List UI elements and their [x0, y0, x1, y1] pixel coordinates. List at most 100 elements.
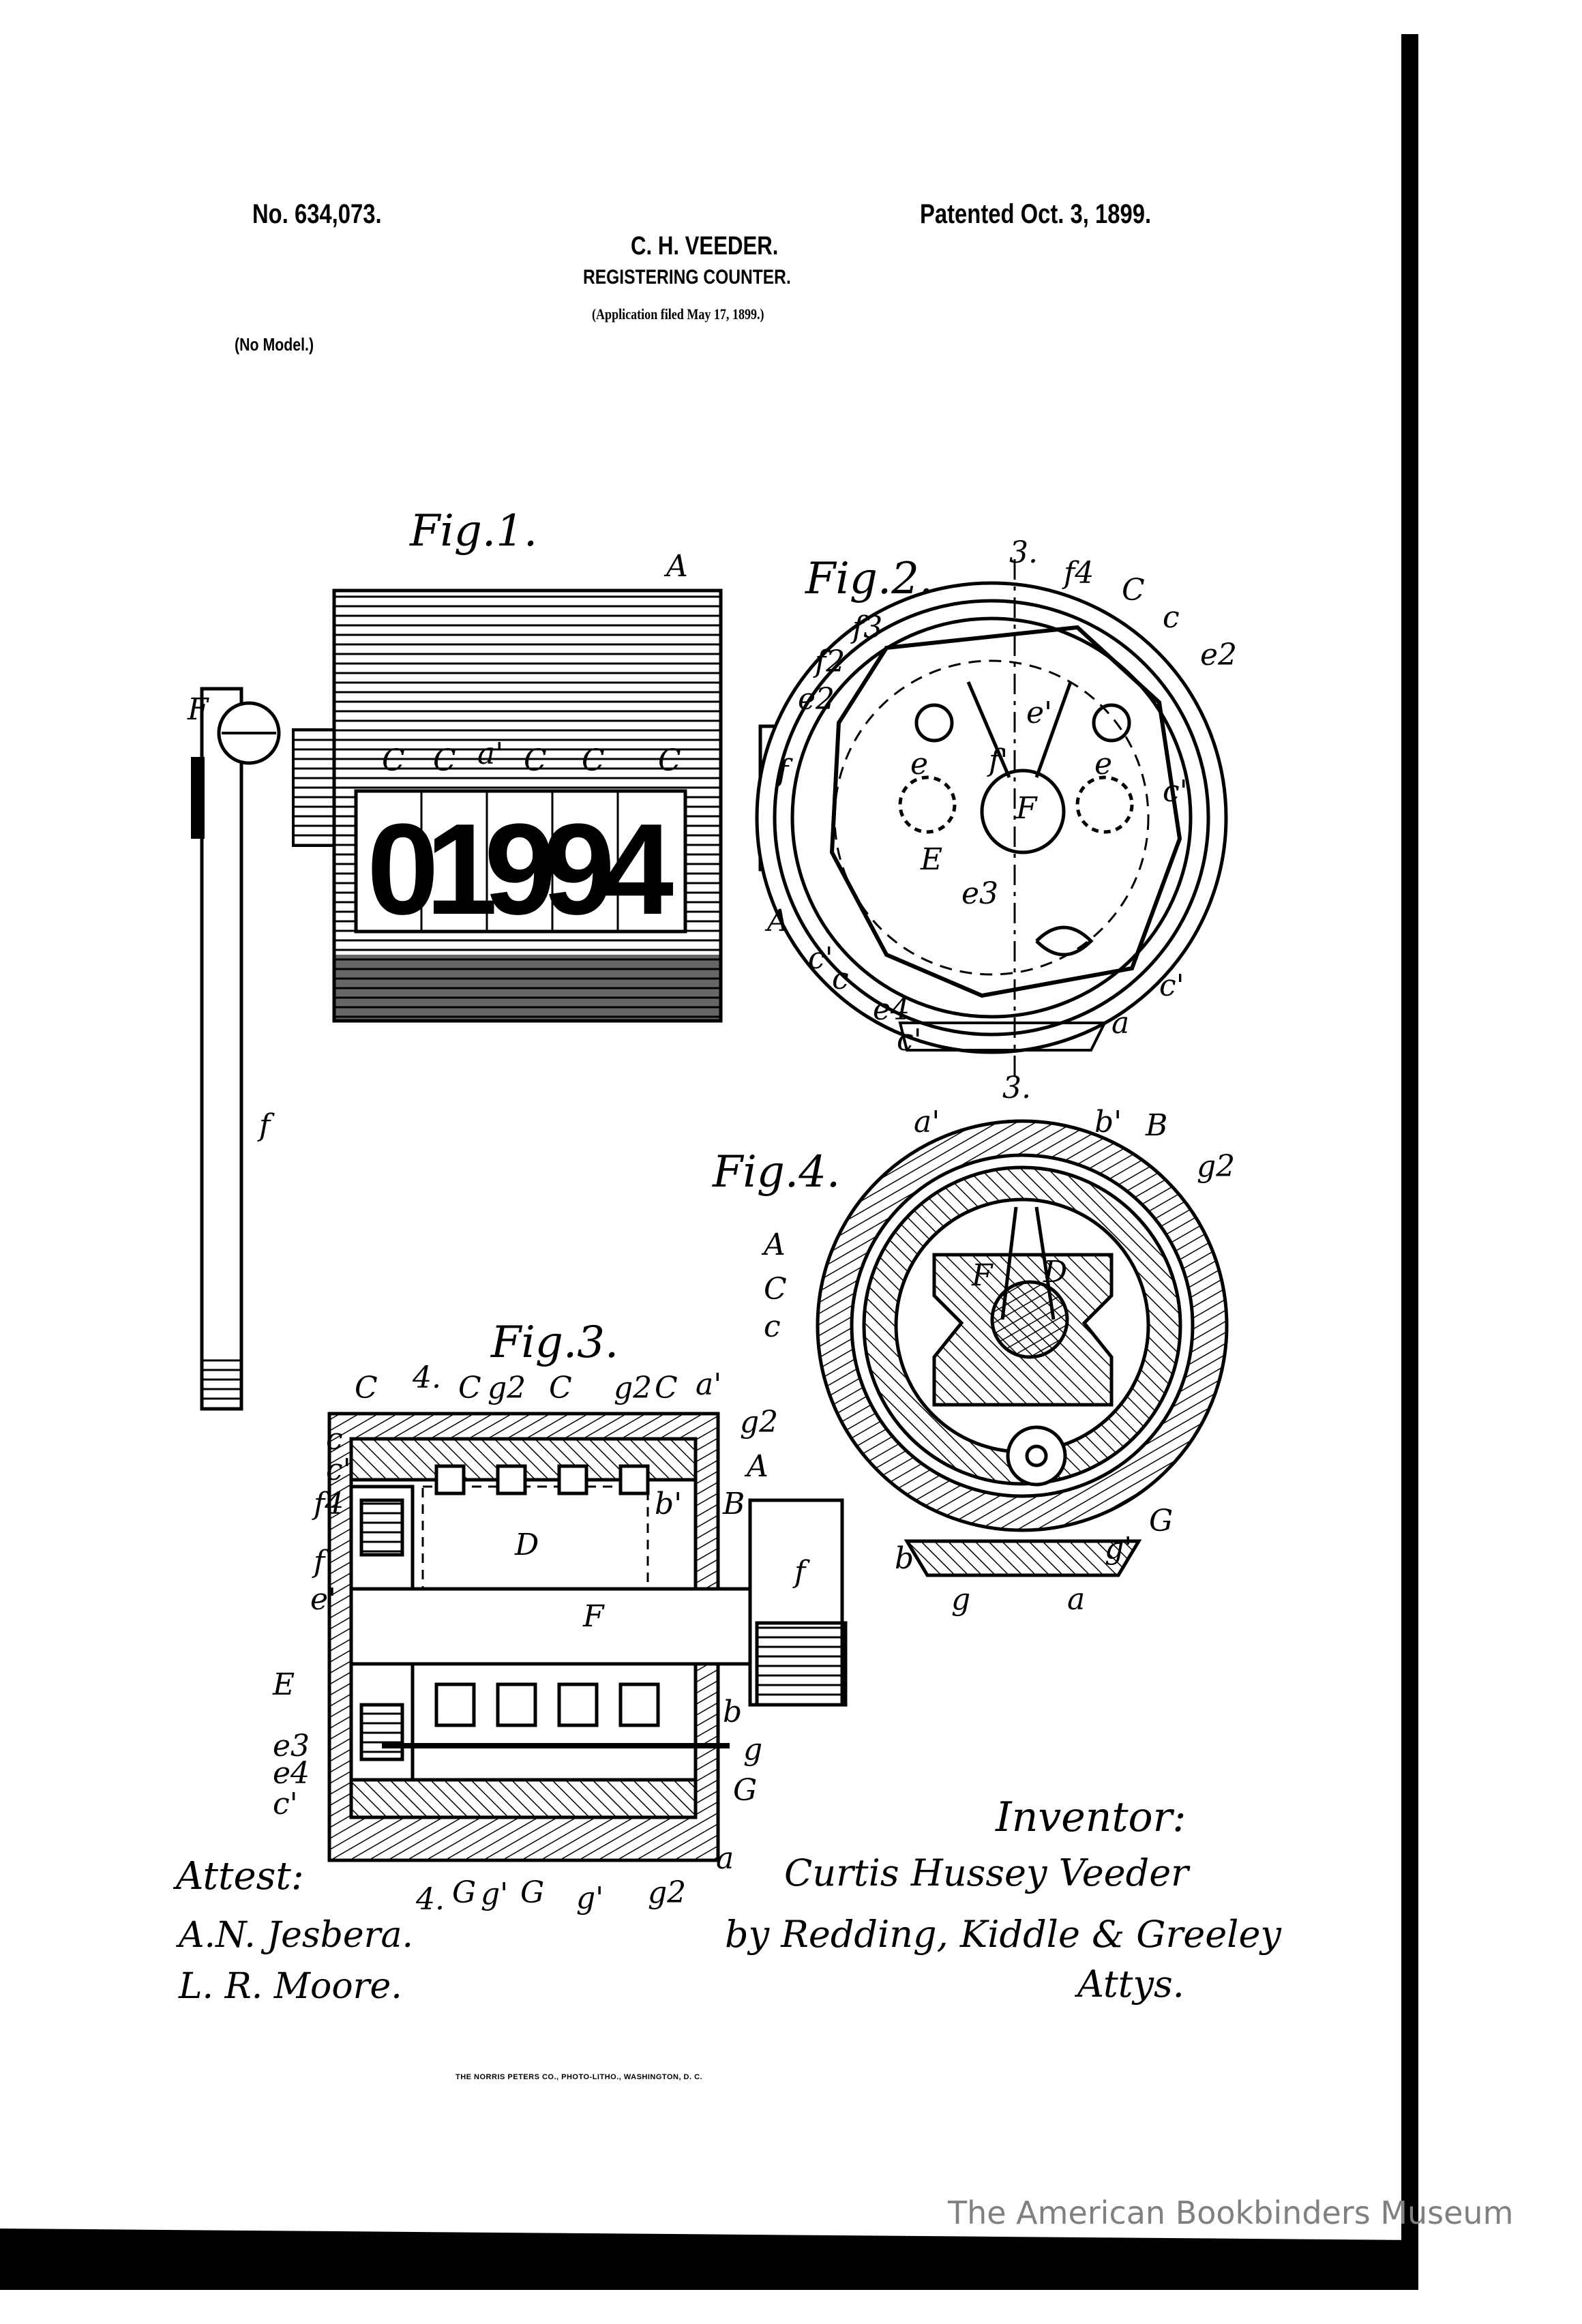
fig3-reference-label: D	[514, 1528, 539, 1562]
counter-reading: 01994	[367, 797, 674, 942]
fig4-reference-label: b'	[1094, 1105, 1122, 1139]
patent-title: REGISTERING COUNTER.	[583, 266, 791, 288]
fig4-reference-label: a	[1067, 1582, 1085, 1617]
fig2-reference-label: c'	[897, 1023, 922, 1058]
fig3-reference-label: B	[722, 1487, 745, 1521]
fig4-reference-label: B	[1145, 1108, 1167, 1143]
attorneys-label: Attys.	[1074, 1963, 1184, 2006]
fig3-reference-label: g2	[740, 1405, 778, 1440]
fig3-reference-label: e'	[310, 1582, 336, 1617]
fig4-reference-label: b	[895, 1541, 914, 1576]
fig4-reference-label: D	[1043, 1255, 1067, 1290]
fig2-reference-label: c'	[1159, 968, 1184, 1003]
fig3-reference-label: 4.	[415, 1882, 445, 1917]
fig3-reference-label: g2	[488, 1371, 526, 1405]
fig3-reference-label: G	[452, 1875, 476, 1910]
fig1-reference-label: A	[663, 549, 688, 584]
fig2-reference-label: e'	[1026, 696, 1052, 730]
figure-4	[816, 1119, 1229, 1577]
fig1-reference-label: C	[433, 743, 456, 778]
fig1-reference-label: f	[257, 1108, 275, 1143]
fig3-reference-label: E	[272, 1667, 295, 1702]
fig3-reference-label: g'	[481, 1877, 508, 1911]
attorneys-signature: by Redding, Kiddle & Greeley	[725, 1913, 1282, 1956]
fig2-reference-label: f4	[1062, 556, 1094, 591]
fig4-reference-label: a'	[914, 1105, 940, 1139]
fig3-reference-label: g'	[576, 1881, 603, 1916]
fig2-reference-label: A	[764, 904, 789, 938]
fig3-reference-label: c'	[326, 1452, 351, 1487]
fig3-reference-label: a'	[696, 1367, 721, 1402]
fig2-reference-label: F	[1015, 791, 1038, 826]
printer-credit: THE NORRIS PETERS CO., PHOTO-LITHO., WAS…	[456, 2073, 703, 2081]
patented-date: Patented Oct. 3, 1899.	[920, 199, 1152, 229]
fig3-reference-label: f'	[312, 1545, 333, 1579]
signature-block: Attest: A.N. Jesbera. L. R. Moore. Inven…	[173, 1793, 1282, 2007]
fig1-reference-label: a'	[477, 736, 503, 771]
lever-arm	[200, 687, 243, 1411]
fig3-reference-label: c'	[273, 1787, 298, 1821]
fig1-reference-label: C	[582, 743, 605, 778]
counter-hub	[292, 728, 335, 847]
fig2-reference-label: e3	[961, 876, 998, 911]
fig2-reference-label: C	[1122, 573, 1145, 608]
counter-base-shading	[334, 955, 721, 1021]
fig4-reference-label: A	[761, 1227, 786, 1262]
figure-3	[327, 1412, 848, 1862]
fig3-reference-label: C	[549, 1371, 572, 1405]
fig3-reference-label: G	[520, 1875, 544, 1910]
fig3-title: Fig.3.	[490, 1317, 618, 1368]
inventor-name: C. H. VEEDER.	[631, 232, 779, 260]
fig4-reference-label: c	[764, 1309, 781, 1344]
fig2-reference-label: c'	[808, 941, 833, 976]
fig3-reference-label: C	[655, 1371, 678, 1405]
fig2-reference-label: E	[920, 842, 942, 877]
fig2-reference-label: c	[1163, 600, 1180, 635]
figure-2	[755, 559, 1228, 1077]
fig2-title: Fig.2.	[805, 554, 933, 604]
fig3-reference-label: C	[355, 1371, 378, 1405]
fig3-reference-label: g	[743, 1732, 762, 1767]
fig3-reference-label: c	[326, 1422, 343, 1457]
fig4-reference-label: g'	[1105, 1531, 1132, 1566]
fig2-reference-label: a	[1111, 1006, 1129, 1041]
fig4-reference-label: G	[1149, 1504, 1173, 1538]
application-date: (Application filed May 17, 1899.)	[592, 306, 764, 323]
inventor-signature: Curtis Hussey Veeder	[784, 1851, 1191, 1894]
lever-pin	[191, 757, 205, 839]
inventor-label: Inventor:	[995, 1793, 1186, 1841]
fig1-reference-label: F	[187, 692, 209, 727]
model-note: (No Model.)	[235, 334, 314, 355]
fig2-reference-label: e4	[873, 992, 910, 1027]
fig3-reference-label: e3	[273, 1729, 310, 1763]
fig4-reference-label: C	[764, 1272, 787, 1307]
fig2-reference-label: e	[1094, 747, 1112, 781]
fig4-title: Fig.4.	[712, 1147, 840, 1197]
fig2-reference-label: 3.	[1009, 535, 1038, 570]
fig4-reference-label: g2	[1197, 1149, 1235, 1184]
fig2-reference-label: e	[910, 747, 928, 781]
fig2-reference-label: 3.	[1002, 1071, 1031, 1105]
witness-1-signature: A.N. Jesbera.	[176, 1915, 413, 1956]
fig2-reference-label: e2	[1200, 638, 1237, 672]
fig2-reference-label: f2	[813, 644, 845, 679]
witness-2-signature: L. R. Moore.	[178, 1966, 402, 2007]
counter-window	[354, 789, 687, 934]
fig1-title: Fig.1.	[409, 506, 537, 556]
figure-1: 01994	[191, 589, 723, 1411]
fig2-reference-label: f3	[850, 610, 882, 645]
fig3-reference-label: a	[716, 1841, 734, 1876]
attest-label: Attest:	[173, 1854, 304, 1898]
fig3-reference-label: b'	[655, 1487, 682, 1521]
fig4-reference-label: F	[971, 1258, 994, 1293]
fig3-reference-label: 4.	[412, 1360, 441, 1395]
watermark: The American Bookbinders Museum	[948, 2194, 1514, 2231]
fig3-reference-label: g2	[648, 1875, 686, 1910]
fig2-reference-label: c	[832, 962, 849, 996]
scan-edge-right	[1401, 34, 1418, 2290]
fig1-reference-label: C	[524, 743, 547, 778]
fig1-reference-label: C	[382, 743, 405, 778]
fig4-reference-label: g	[951, 1582, 970, 1617]
